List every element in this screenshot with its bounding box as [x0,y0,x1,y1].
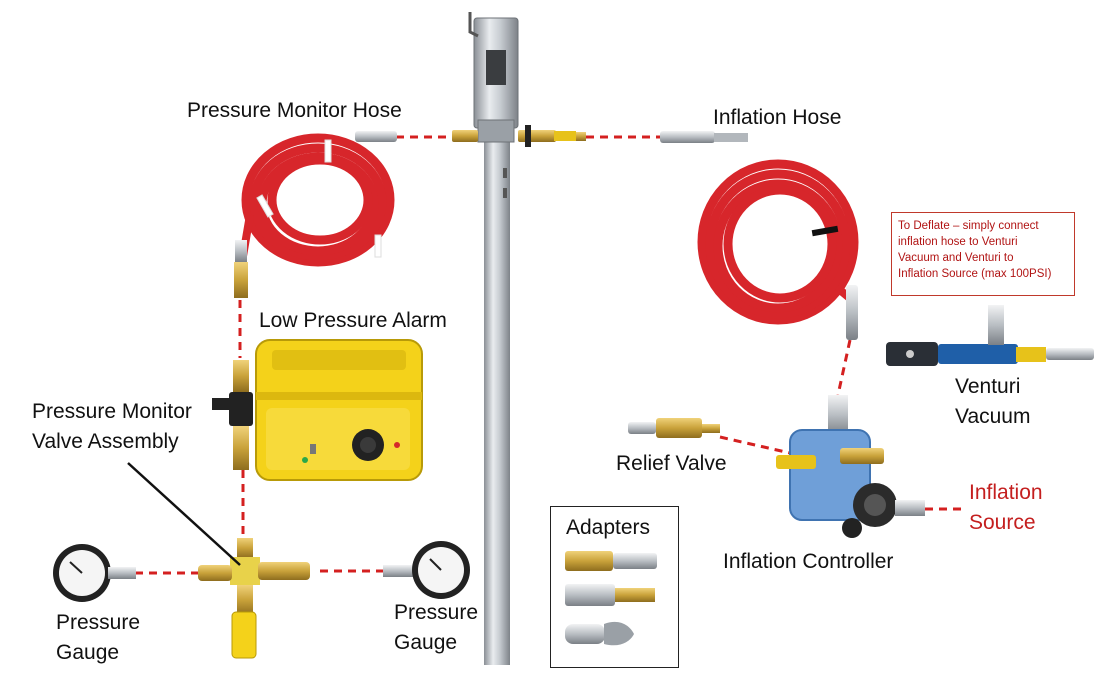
adapter-items [565,551,657,646]
label-inflation-controller: Inflation Controller [723,550,894,573]
deflate-note-line2: inflation hose to Venturi [898,236,1018,249]
pressure-monitor-valve-assembly [198,360,310,659]
label-adapters: Adapters [566,516,651,539]
deflate-note-line3: Vacuum and Venturi to [898,252,1014,265]
label-valve-line1: Pressure Monitor [32,400,192,423]
label-relief-valve: Relief Valve [616,452,727,475]
label-pressure-gauge-left: Pressure Gauge [56,608,140,669]
pressure-monitor-hose-fittings [234,131,397,298]
pressure-gauge-right [383,541,470,599]
pressure-gauge-left [53,544,136,602]
label-pressure-monitor-valve-assembly: Pressure Monitor Valve Assembly [32,397,192,458]
label-valve-line2: Valve Assembly [32,430,179,454]
label-low-pressure-alarm: Low Pressure Alarm [259,309,447,332]
inflation-hose [697,159,859,325]
deflate-note: To Deflate – simply connect inflation ho… [891,212,1075,296]
label-inflation-hose: Inflation Hose [713,106,842,129]
venturi-vacuum [886,305,1094,366]
dashed-connections [135,135,965,575]
center-pole [468,12,519,665]
deflate-note-line1: To Deflate – simply connect [898,220,1039,232]
label-venturi-line1: Venturi [955,375,1021,398]
valve-assembly-pointer [127,462,241,566]
label-inflation-source-line2: Source [969,511,1036,535]
label-gauge-right-line2: Gauge [394,631,458,655]
deflate-note-line4: Inflation Source (max 100PSI) [898,268,1052,281]
label-pressure-gauge-right: Pressure Gauge [394,598,478,659]
label-inflation-source-line1: Inflation [969,481,1043,504]
label-gauge-left-line1: Pressure [56,611,141,634]
label-gauge-right-line1: Pressure [394,601,479,624]
low-pressure-alarm [255,339,423,481]
label-venturi-line2: Vacuum [955,405,1031,429]
label-venturi-vacuum: Venturi Vacuum [955,372,1030,433]
relief-valve [628,418,720,438]
inflation-controller [776,395,925,538]
adapters-box [550,506,679,668]
label-inflation-source: Inflation Source [969,478,1043,539]
label-pressure-monitor-hose: Pressure Monitor Hose [187,99,402,122]
pole-top-fittings [452,125,586,147]
label-gauge-left-line2: Gauge [56,641,120,665]
inflation-hose-fittings [660,131,858,340]
